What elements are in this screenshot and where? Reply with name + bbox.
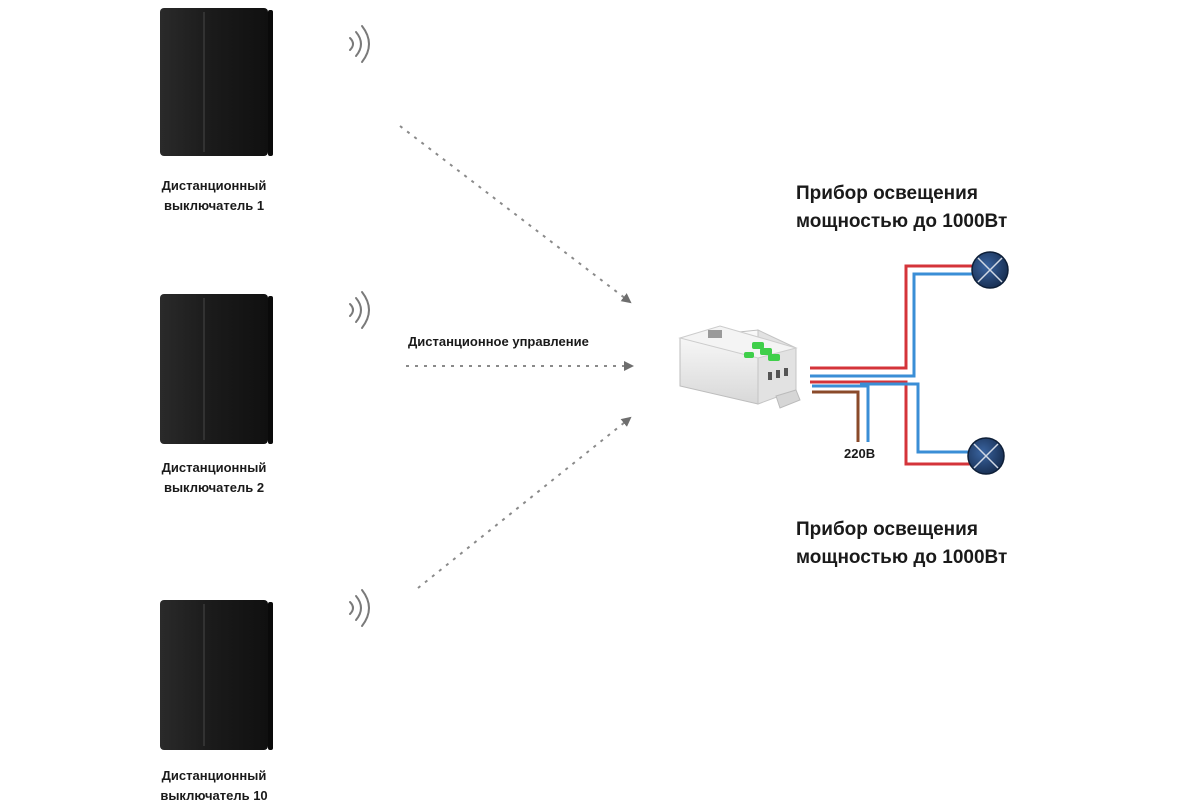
wireless-signal-icon [349, 291, 370, 329]
lamp-icon-bottom [967, 437, 1005, 475]
wiring [810, 264, 972, 466]
switch-label-2: Дистанционный выключатель 2 [114, 458, 314, 498]
switch-label-line2: выключатель 1 [163, 198, 265, 213]
lamp-icon-top [971, 251, 1009, 289]
signal-arrow-1 [399, 125, 632, 304]
switch-1 [160, 8, 273, 156]
lamp-title-line1: Прибор освещения [796, 519, 978, 540]
voltage-label: 220В [844, 446, 876, 461]
switch-label-line1: Дистанционный [161, 178, 267, 193]
switch-label-line1: Дистанционный [161, 460, 267, 475]
lamp-title-bottom: Прибор освещения мощностью до 1000Вт [796, 516, 1007, 572]
switch-label-line1: Дистанционный [161, 768, 267, 783]
switch-label-line2: выключатель 2 [163, 480, 265, 495]
wireless-signal-icon [349, 25, 370, 63]
lamp-title-line2: мощностью до 1000Вт [796, 211, 1008, 232]
relay-receiver [678, 325, 801, 409]
lamp-title-line2: мощностью до 1000Вт [796, 547, 1008, 568]
switch-label-10: Дистанционный выключатель 10 [114, 766, 314, 806]
signal-arrow-10 [417, 416, 632, 589]
switch-label-line2: выключатель 10 [160, 788, 268, 803]
switch-2 [160, 294, 273, 444]
lamp-title-line1: Прибор освещения [796, 183, 978, 204]
lamp-title-top: Прибор освещения мощностью до 1000Вт [796, 180, 1007, 236]
wireless-signal-icon [349, 589, 370, 627]
switch-label-1: Дистанционный выключатель 1 [114, 176, 314, 216]
switch-10 [160, 600, 273, 750]
remote-control-label: Дистанционное управление [408, 334, 589, 349]
